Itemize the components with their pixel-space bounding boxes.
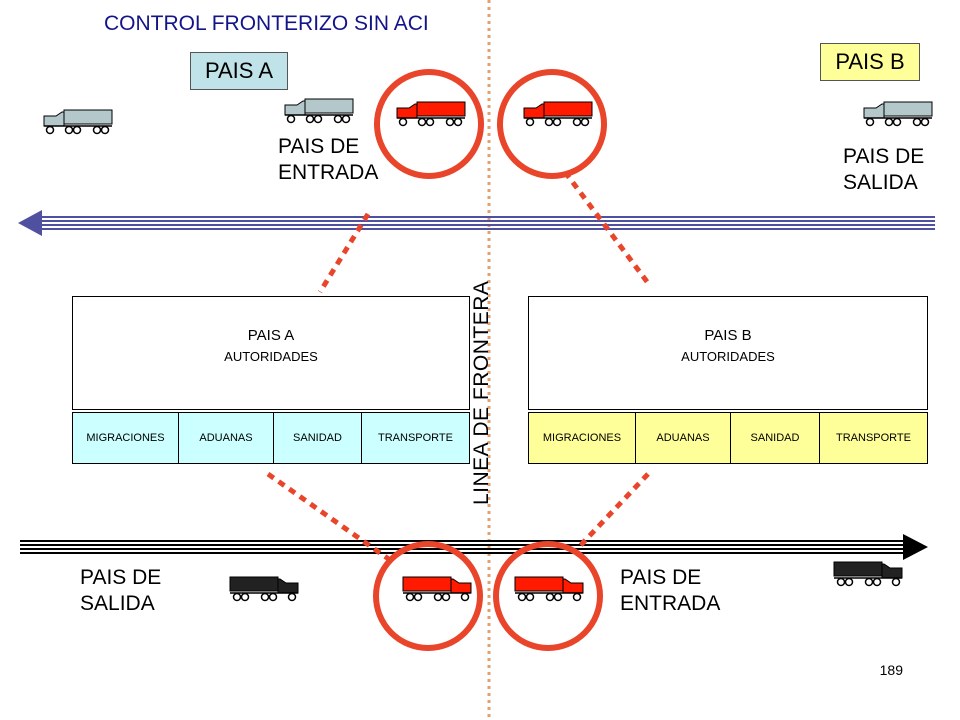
agency-row-a: MIGRACIONES ADUANAS SANIDAD TRANSPORTE [72,412,470,464]
agency-row-b: MIGRACIONES ADUANAS SANIDAD TRANSPORTE [528,412,928,464]
bottom-entry-label: PAIS DE ENTRADA [620,566,721,615]
agency-aduanas: ADUANAS [179,413,274,463]
top-entry-label: PAIS DE ENTRADA [278,135,379,184]
authority-panel-a: PAIS A AUTORIDADES [72,296,470,410]
panel-b-title: PAIS B [704,327,752,344]
bottom-road-arrow [20,534,928,560]
panel-a-subtitle: AUTORIDADES [224,349,318,364]
country-b-badge: PAIS B [820,43,920,81]
truck-icon [402,576,472,602]
agency-migraciones: MIGRACIONES [529,413,636,463]
truck-icon [514,576,584,602]
page-number: 189 [879,662,903,678]
truck-icon [833,561,903,587]
border-line-label: LINEA DE FRONTERA [470,280,493,505]
panel-b-subtitle: AUTORIDADES [681,349,775,364]
connector-lines [266,170,651,563]
panel-a-title: PAIS A [247,327,295,344]
agency-migraciones: MIGRACIONES [73,413,179,463]
truck-icon [863,101,933,127]
agency-sanidad: SANIDAD [731,413,820,463]
country-a-badge: PAIS A [190,52,288,90]
slide-title: CONTROL FRONTERIZO SIN ACI [104,12,429,35]
truck-icon [396,101,466,127]
agency-sanidad: SANIDAD [274,413,362,463]
truck-icon [523,101,593,127]
highlight-circles [373,69,607,651]
bottom-exit-label: PAIS DE SALIDA [80,566,162,615]
truck-icon [229,576,299,602]
agency-aduanas: ADUANAS [636,413,731,463]
truck-icon [284,98,354,124]
agency-transporte: TRANSPORTE [378,432,453,444]
top-exit-label: PAIS DE SALIDA [843,145,925,194]
truck-icon [43,109,113,135]
authority-panel-b: PAIS B AUTORIDADES [528,296,928,410]
top-road-arrow [18,210,935,236]
agency-transporte: TRANSPORTE [836,432,911,444]
